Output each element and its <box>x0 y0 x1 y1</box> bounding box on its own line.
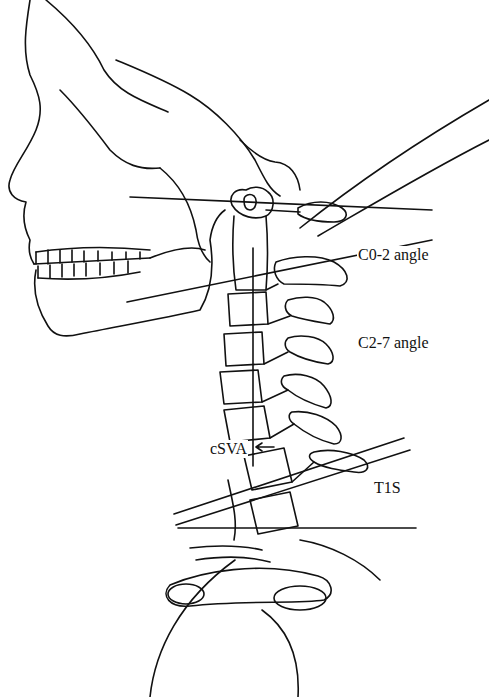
pedicle-lines <box>262 210 314 482</box>
c3-spinous <box>285 297 333 324</box>
c6-spinous <box>289 412 341 444</box>
c5-spinous <box>281 374 331 408</box>
clavicle <box>166 568 331 606</box>
angle-label: C0-2 angle <box>357 246 430 264</box>
zygoma-line <box>60 90 160 168</box>
clavicle-end-right <box>274 586 326 610</box>
measure-label: T1S <box>373 479 402 497</box>
c4-body <box>224 332 264 366</box>
clavicle-end-left <box>168 584 204 604</box>
angle-label: C2-7 angle <box>357 334 430 352</box>
c6-body <box>224 406 270 442</box>
c4-spinous <box>285 336 333 364</box>
occlusal-line <box>34 258 150 264</box>
c5-body <box>220 370 262 404</box>
anterior-chest-curve <box>150 560 235 697</box>
csva-arrow <box>256 443 274 451</box>
posterior-rib <box>300 540 380 580</box>
c3-body <box>228 292 268 326</box>
mcgregor-line <box>130 197 432 210</box>
first-rib <box>190 546 270 562</box>
mandible-outline <box>35 210 225 336</box>
teeth <box>36 247 150 279</box>
c2-plumb-line <box>252 248 254 466</box>
c2-spinous <box>274 257 347 286</box>
mastoid-line <box>240 140 300 190</box>
c7-endplate-line <box>174 438 404 514</box>
face-outline <box>9 0 40 264</box>
horizontal-reference-line <box>178 527 416 529</box>
mandible-ramus-line <box>150 248 205 258</box>
scapula-line <box>262 610 298 697</box>
cranial-base-line <box>116 60 280 196</box>
measure-label: cSVA <box>209 440 248 458</box>
trachea-line <box>228 480 235 540</box>
occiput-inner-curve <box>318 140 489 236</box>
c2-endplate-line <box>127 240 432 302</box>
t1-endplate-line <box>176 450 410 525</box>
